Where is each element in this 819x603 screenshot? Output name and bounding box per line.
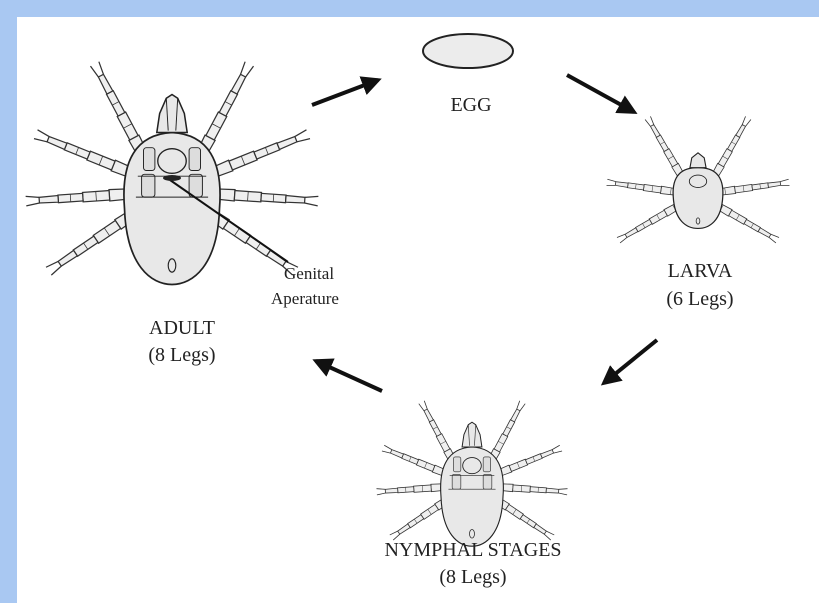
egg-label: EGG: [426, 92, 516, 119]
arrow-larva-to-nymph: [604, 340, 657, 383]
arrow-egg-to-larva: [567, 75, 634, 112]
genital-aperture-label-line2: Aperature: [271, 287, 339, 311]
larva-label: LARVA: [630, 258, 770, 285]
larva-tick-illustration: [606, 116, 789, 243]
nymph-label: NYMPHAL STAGES: [345, 537, 601, 564]
nymph-tick-illustration: [376, 400, 567, 546]
egg-shape: [423, 34, 513, 68]
adult-legs-label: (8 Legs): [112, 342, 252, 369]
arrow-nymph-to-adult: [316, 361, 382, 391]
larva-legs-label: (6 Legs): [630, 286, 770, 313]
arrow-adult-to-egg: [312, 80, 378, 105]
genital-aperture-label-line1: Genital: [284, 262, 334, 286]
genital-aperture-mark: [163, 175, 181, 181]
nymph-legs-label: (8 Legs): [345, 564, 601, 591]
adult-label: ADULT: [112, 315, 252, 342]
adult-tick-illustration: [26, 61, 319, 284]
